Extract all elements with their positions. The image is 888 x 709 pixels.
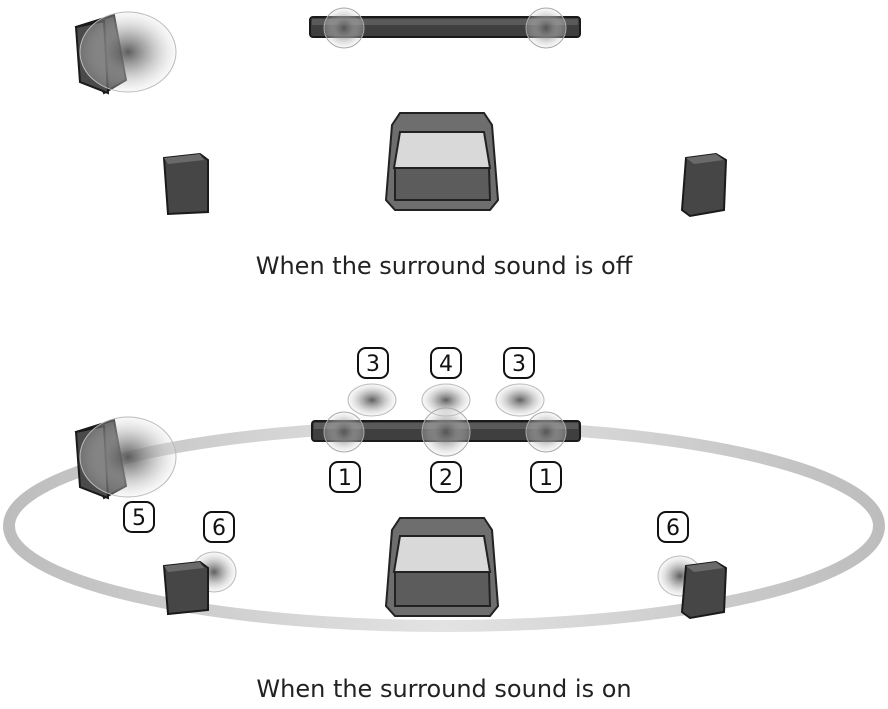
subwoofer (74, 11, 177, 95)
svg-text:1: 1 (338, 466, 352, 491)
svg-text:3: 3 (512, 352, 526, 377)
label-front-center: 2 (430, 461, 462, 493)
diagram-surround-on: 3 4 3 1 2 1 5 6 (3, 347, 885, 632)
listener-chair-on (384, 517, 500, 617)
svg-text:3: 3 (366, 352, 380, 377)
svg-text:6: 6 (212, 516, 226, 541)
front-left-wave-on (323, 411, 365, 453)
label-rear-right: 6 (657, 511, 689, 543)
rear-right-speaker-on (657, 555, 728, 620)
svg-text:1: 1 (539, 466, 553, 491)
label-front-right: 1 (530, 461, 562, 493)
svg-text:5: 5 (132, 506, 146, 531)
label-up-left: 3 (357, 347, 389, 379)
label-rear-left: 6 (203, 511, 235, 543)
label-front-left: 1 (329, 461, 361, 493)
listener-chair (384, 112, 500, 211)
label-woofer: 5 (123, 501, 155, 533)
caption-surround-on: When the surround sound is on (256, 675, 632, 703)
rear-left-speaker-on (162, 551, 237, 616)
label-up-right: 3 (503, 347, 535, 379)
center-wave-on (421, 407, 471, 457)
rear-right-speaker (680, 152, 728, 218)
front-left-wave (323, 7, 365, 49)
svg-text:2: 2 (439, 466, 453, 491)
front-right-wave-on (525, 411, 567, 453)
label-up-center: 4 (430, 347, 462, 379)
caption-surround-off: When the surround sound is off (255, 252, 633, 280)
diagram-surround-off (74, 7, 728, 218)
front-right-wave (525, 7, 567, 49)
subwoofer-on (74, 416, 177, 500)
svg-text:4: 4 (439, 352, 453, 377)
up-left-wave (347, 383, 397, 417)
rear-left-speaker (162, 152, 209, 216)
svg-text:6: 6 (666, 516, 680, 541)
up-right-wave (495, 383, 545, 417)
